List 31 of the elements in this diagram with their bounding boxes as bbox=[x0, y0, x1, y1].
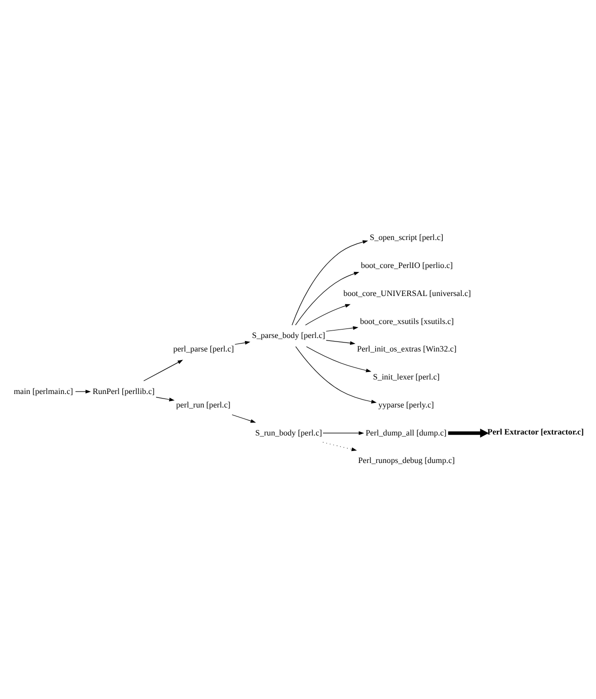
arrow bbox=[326, 326, 358, 332]
arrow bbox=[448, 428, 489, 438]
node-text: boot_core_UNIVERSAL [universal.c] bbox=[343, 288, 471, 298]
arrow bbox=[322, 431, 364, 435]
node-text: Perl Extractor [extractor.c] bbox=[487, 428, 584, 437]
node-text: boot_core_PerlIO [perlio.c] bbox=[360, 261, 453, 270]
arrow bbox=[306, 346, 372, 372]
node-text: S_init_lexer [perl.c] bbox=[372, 372, 440, 382]
node-text: Perl_init_os_extras [Win32.c] bbox=[356, 344, 456, 354]
arrow bbox=[295, 346, 377, 404]
arrow bbox=[156, 396, 175, 402]
arrow bbox=[326, 340, 356, 345]
arrow bbox=[143, 360, 184, 382]
node-text: Perl_dump_all [dump.c] bbox=[366, 428, 447, 438]
node-text: boot_core_xsutils [xsutils.c] bbox=[360, 316, 454, 326]
arrow bbox=[232, 414, 256, 423]
node-text: S_run_body [perl.c] bbox=[255, 428, 322, 438]
node-text: yyparse [perly.c] bbox=[378, 400, 434, 410]
node-text: main [perlmain.c] bbox=[14, 386, 74, 396]
node-text: S_parse_body [perl.c] bbox=[252, 331, 326, 340]
arrow bbox=[292, 240, 368, 326]
arrow bbox=[295, 272, 360, 326]
arrow bbox=[322, 442, 357, 452]
node-text: perl_run [perl.c] bbox=[176, 400, 230, 410]
arrow bbox=[234, 340, 250, 345]
node-text: Perl_runops_debug [dump.c] bbox=[358, 456, 455, 466]
node-text: perl_parse [perl.c] bbox=[173, 344, 234, 354]
node-text: S_open_script [perl.c] bbox=[370, 233, 444, 242]
node-text: RunPerl [perllib.c] bbox=[92, 386, 155, 396]
arrow bbox=[75, 390, 91, 394]
arrow bbox=[305, 304, 351, 326]
